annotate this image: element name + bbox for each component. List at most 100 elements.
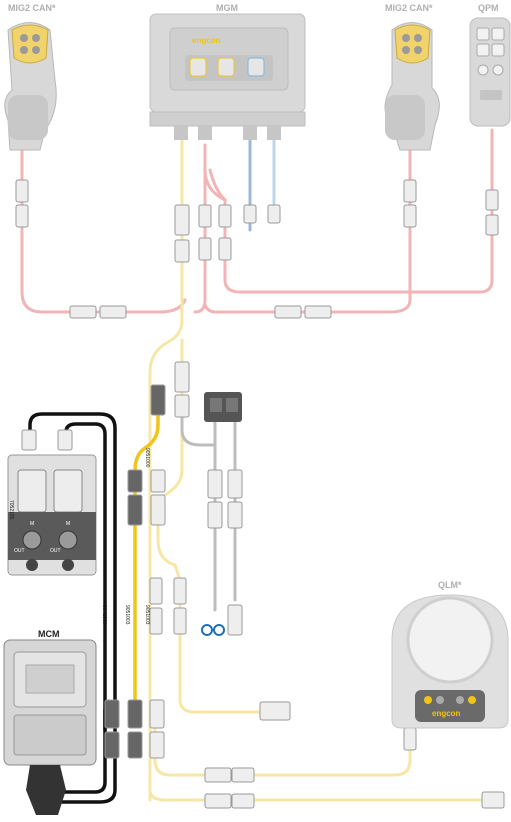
mgm-button-2 bbox=[217, 57, 235, 77]
connector bbox=[207, 501, 223, 529]
mgm-brand-logo: engcon bbox=[192, 36, 221, 45]
can-cable-mgm-left bbox=[193, 143, 207, 314]
connector bbox=[198, 237, 212, 261]
ring-terminals bbox=[201, 624, 225, 636]
connector bbox=[403, 727, 417, 751]
connector bbox=[173, 577, 187, 605]
connector bbox=[174, 361, 190, 393]
qpm-label: QPM bbox=[478, 3, 499, 13]
valve-out-label-1: OUT bbox=[14, 548, 25, 554]
connector bbox=[149, 731, 165, 759]
cable-code-4: 9041000 bbox=[101, 605, 107, 625]
connector bbox=[149, 699, 165, 729]
connector bbox=[231, 793, 255, 809]
connector bbox=[218, 237, 232, 261]
connector bbox=[99, 305, 127, 319]
connector bbox=[259, 701, 291, 721]
cable-code-1: 7052185 bbox=[8, 500, 14, 520]
mig2-left-label: MIG2 CAN* bbox=[8, 3, 56, 13]
qlm-dial bbox=[406, 596, 494, 684]
connector bbox=[57, 429, 73, 451]
mcm-connector bbox=[26, 765, 66, 815]
valve-port-2 bbox=[58, 530, 78, 550]
grey-cable-fuse bbox=[180, 398, 217, 447]
connector bbox=[204, 793, 232, 809]
qlm-label: QLM* bbox=[438, 580, 462, 590]
valve-solenoid-2 bbox=[53, 469, 83, 513]
valve-m-label-1: M bbox=[30, 521, 34, 527]
connector bbox=[174, 239, 190, 263]
power-cables bbox=[148, 138, 492, 802]
ring-terminal bbox=[213, 624, 225, 636]
mig2-right-joystick bbox=[384, 22, 440, 151]
can-cable-left-joystick bbox=[20, 148, 187, 314]
black-cable-outer bbox=[28, 412, 117, 804]
connectors bbox=[15, 179, 505, 809]
connector bbox=[174, 204, 190, 236]
connector bbox=[150, 494, 166, 526]
valve-port-1 bbox=[22, 530, 42, 550]
connector bbox=[485, 189, 499, 211]
can-cable-mgm-right bbox=[208, 128, 494, 294]
connector bbox=[69, 305, 97, 319]
connector bbox=[403, 179, 417, 203]
mgm-module bbox=[149, 13, 306, 140]
mig2-left-joystick bbox=[4, 22, 57, 151]
mig2-right-label: MIG2 CAN* bbox=[385, 3, 433, 13]
connector bbox=[127, 699, 143, 729]
power-cable-qlm-1 bbox=[153, 718, 412, 777]
connector bbox=[104, 731, 120, 759]
valve-m-label-2: M bbox=[66, 521, 70, 527]
connector bbox=[15, 179, 29, 203]
connector bbox=[204, 767, 232, 783]
mgm-button-1 bbox=[189, 57, 207, 77]
mcm-label: MCM bbox=[38, 629, 60, 639]
qpm-panel bbox=[469, 17, 511, 127]
can-bus-cables bbox=[20, 128, 494, 314]
connector bbox=[173, 607, 187, 635]
power-cable-main bbox=[148, 138, 184, 802]
power-cable-branch-a bbox=[163, 338, 184, 497]
cable-code-3: 9051003 bbox=[124, 605, 130, 625]
valve-out-label-2: OUT bbox=[50, 548, 61, 554]
can-cable-mgm-branch bbox=[203, 168, 227, 202]
connector bbox=[150, 384, 166, 416]
connector bbox=[231, 767, 255, 783]
ring-terminal bbox=[201, 624, 213, 636]
connector bbox=[198, 204, 212, 228]
connector bbox=[174, 394, 190, 418]
black-cable-inner bbox=[58, 422, 107, 794]
connector bbox=[243, 204, 257, 224]
connector bbox=[149, 607, 163, 635]
connector bbox=[127, 731, 143, 759]
connector bbox=[481, 791, 505, 809]
connector bbox=[150, 469, 166, 493]
valve-solenoid-1 bbox=[17, 469, 47, 513]
connector bbox=[127, 494, 143, 526]
connector bbox=[15, 204, 29, 228]
can-cable-right-joystick bbox=[203, 148, 412, 314]
qlm-module bbox=[391, 594, 509, 729]
power-cable-qlm-2 bbox=[148, 758, 492, 802]
connector bbox=[149, 577, 163, 605]
mcm-module bbox=[3, 639, 97, 815]
connector bbox=[218, 204, 232, 228]
qlm-brand-logo: engcon bbox=[432, 709, 461, 718]
mgm-button-3 bbox=[247, 57, 265, 77]
connector bbox=[227, 604, 243, 636]
connector bbox=[227, 501, 243, 529]
cable-code-5: 9051003 bbox=[144, 605, 150, 625]
fuse-holder bbox=[204, 392, 242, 422]
connector bbox=[403, 204, 417, 228]
connector bbox=[485, 214, 499, 236]
connector bbox=[227, 469, 243, 499]
active-power-cable bbox=[133, 403, 160, 702]
connector bbox=[274, 305, 302, 319]
connector bbox=[304, 305, 332, 319]
mgm-label: MGM bbox=[216, 3, 238, 13]
connector bbox=[127, 469, 143, 493]
valve-block bbox=[7, 454, 97, 576]
connector bbox=[104, 699, 120, 729]
connector bbox=[267, 204, 281, 224]
